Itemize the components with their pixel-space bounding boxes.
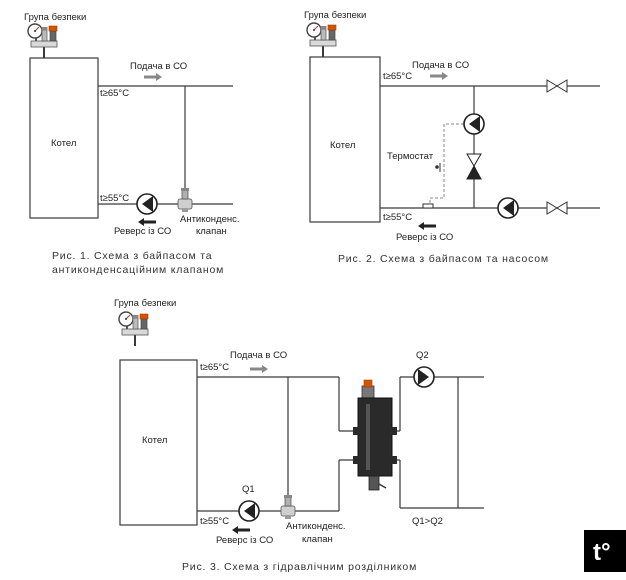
pump-icon [136,193,158,215]
fig2-thermostat-wire [429,123,474,206]
fig3-supply-label: Подача в СО [230,350,287,361]
fig3-flow-relation: Q1>Q2 [412,516,443,527]
pump-icon [497,197,519,219]
fig1-caption-line-1: Рис. 1. Схема з байпасом та [52,250,212,262]
fig3-return-temp: t≥55°C [200,516,229,527]
fig3-valve-label-2: клапан [302,534,333,545]
fig3-valve-label-1: Антиконденс. [286,521,346,532]
fig1-valve-label-1: Антиконденс. [180,214,240,225]
pump-icon [463,113,485,135]
flow-arrow-icon [430,72,448,80]
fig2-boiler-label: Котел [330,140,355,151]
logo-icon: t° [584,530,626,572]
fig3-q2-label: Q2 [416,350,429,361]
flow-arrow-icon [144,73,162,81]
check-valve-icon [466,153,482,180]
fig1-supply-temp: t≥65°C [100,88,129,99]
valve-icon [177,187,193,213]
fig1-return-label: Реверс із СО [114,226,171,237]
figure-3-hydraulic-separator: Група безпеки Котел [114,298,484,573]
hydraulic-separator-icon [353,379,397,491]
fig2-thermostat-label: Термостат [387,151,434,162]
fig1-return-temp: t≥55°C [100,193,129,204]
ball-valve-icon [546,79,568,93]
fig2-return-label: Реверс із СО [396,232,453,243]
fig2-caption: Рис. 2. Схема з байпасом та насосом [338,253,549,265]
logo-text: t° [593,539,611,566]
pump-icon [238,500,260,522]
safety-group-icon [27,23,58,59]
fig2-sensor [422,203,434,209]
fig2-boiler [309,56,381,223]
fig1-caption-line-2: антиконденсаційним клапаном [52,264,224,276]
fig3-boiler [119,359,198,526]
return-arrow-icon [232,526,250,534]
fig3-caption: Рис. 3. Схема з гідравлічним розділником [182,561,417,573]
safety-group-icon [306,22,337,58]
return-arrow-icon [418,222,436,230]
fig2-supply-temp: t≥65°C [383,71,412,82]
valve-icon [280,494,296,520]
fig2-return-temp: t≥55°C [383,212,412,223]
thermostat-icon [435,163,441,172]
safety-group-icon [118,311,149,347]
fig3-boiler-label: Котел [142,435,167,446]
return-arrow-icon [138,218,156,226]
fig1-safety-group-label: Група безпеки [24,12,86,23]
fig3-safety-group-label: Група безпеки [114,298,176,309]
fig2-supply-label: Подача в СО [412,60,469,71]
figure-2-bypass-pump: Група безпеки Котел Подача в СО t≥65°C t… [304,10,600,265]
fig1-boiler [29,57,99,219]
fig2-safety-group-label: Група безпеки [304,10,366,21]
figure-1-bypass-valve: Група безпеки Котел Подача в СО t≥65°C t… [24,12,240,276]
fig1-supply-label: Подача в СО [130,61,187,72]
fig3-supply-temp: t≥65°C [200,362,229,373]
fig1-boiler-label: Котел [51,138,76,149]
ball-valve-icon [546,201,568,215]
fig3-q1-label: Q1 [242,484,255,495]
fig3-return-label: Реверс із СО [216,535,273,546]
pump-icon [413,366,435,388]
flow-arrow-icon [250,365,268,373]
fig1-valve-label-2: клапан [196,226,227,237]
